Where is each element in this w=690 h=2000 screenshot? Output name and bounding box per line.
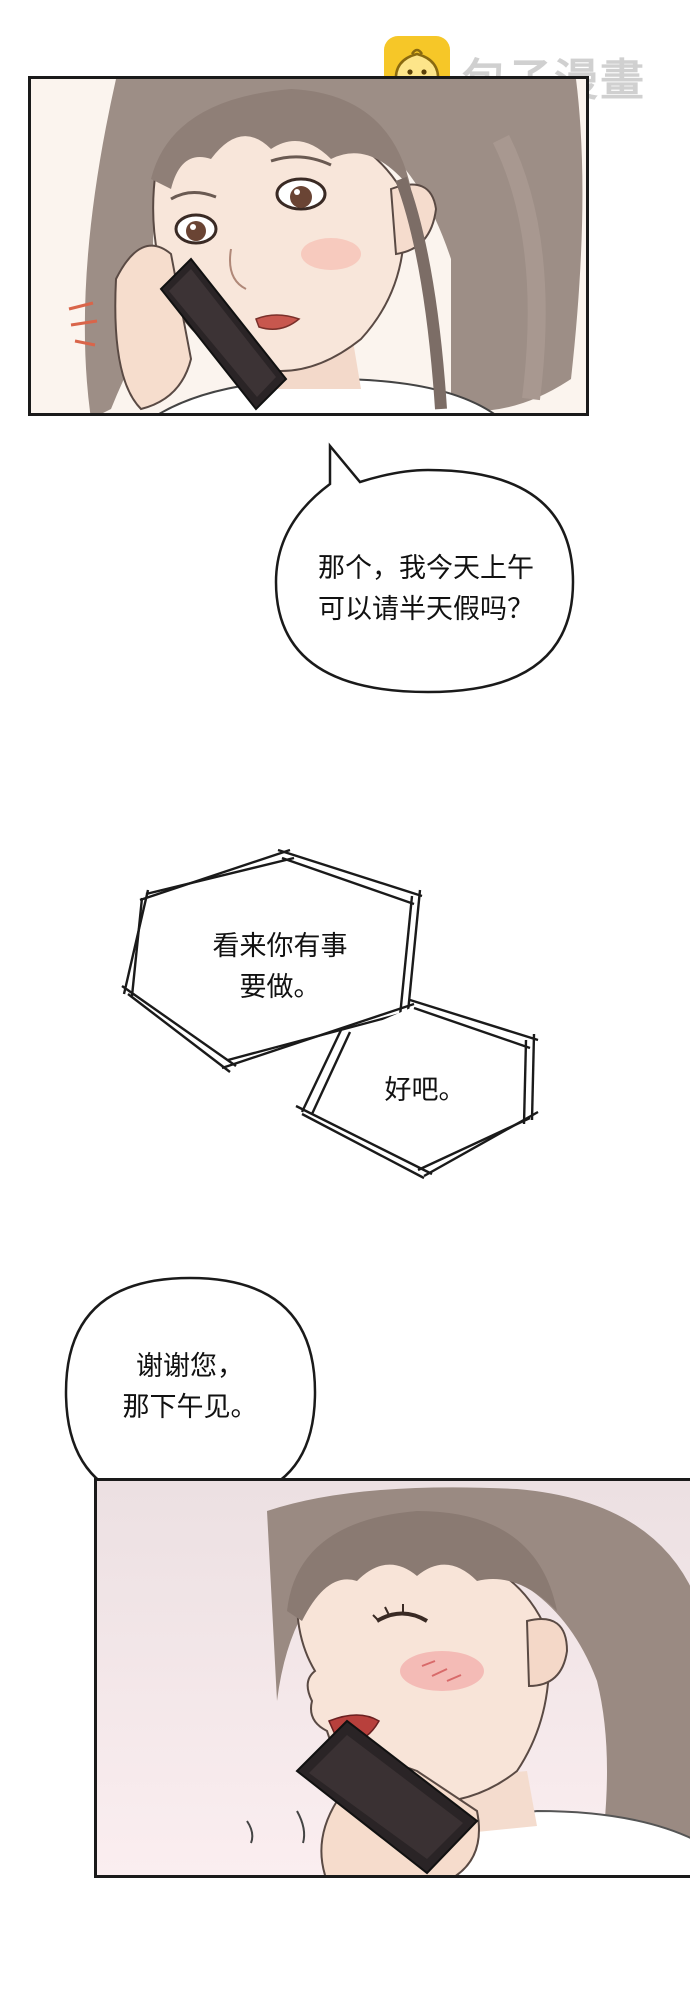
speech-line: 好吧。	[384, 1075, 466, 1106]
speech-bubble-text-1: 那个，我今天上午 可以请半天假吗？	[278, 548, 574, 630]
speech-line: 那下午见。	[122, 1392, 258, 1423]
phone-voice-text-1: 看来你有事 要做。	[164, 926, 396, 1008]
phone-voice-bubble-small	[295, 998, 539, 1180]
speech-line: 那个，我今天上午	[318, 553, 534, 584]
speech-bubble-text-2: 谢谢您， 那下午见。	[72, 1346, 308, 1428]
speech-line: 要做。	[239, 972, 321, 1003]
speech-bubble-oval	[274, 442, 575, 694]
woman-on-phone-illustration	[68, 79, 583, 413]
comic-panel-1	[28, 76, 589, 416]
phone-voice-text-2: 好吧。	[340, 1070, 510, 1111]
phone-voice-bubble-hexagon	[121, 848, 423, 1073]
woman-smiling-on-phone-illustration	[97, 1481, 690, 1875]
speech-line: 谢谢您，	[136, 1351, 244, 1382]
comic-panel-2	[94, 1478, 690, 1878]
speech-line: 看来你有事	[212, 931, 348, 962]
speech-line: 可以请半天假吗？	[318, 594, 534, 625]
